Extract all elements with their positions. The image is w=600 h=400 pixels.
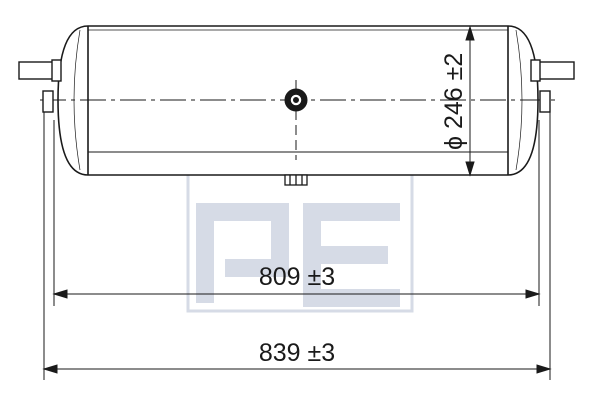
right-end-fittings — [530, 59, 575, 113]
left-pipe-collar — [51, 59, 62, 82]
overall-arrow-left — [42, 364, 58, 374]
overall-arrow-right — [536, 364, 552, 374]
diameter-arrow-top — [465, 25, 475, 41]
diameter-dimension — [465, 25, 475, 177]
watermark-letter-p — [196, 203, 289, 303]
port-hole — [293, 97, 299, 103]
right-bottom-nipple — [539, 90, 551, 113]
inner-length-dimension — [52, 289, 541, 299]
inner-length-label: 809 ±3 — [259, 263, 335, 291]
inner-arrow-left — [52, 289, 68, 299]
right-pipe-stub — [536, 61, 575, 80]
overall-length-dimension — [42, 364, 552, 374]
right-pipe-collar — [530, 59, 541, 82]
overall-length-label: 839 ±3 — [259, 339, 335, 367]
diameter-label: ϕ 246 ±2 — [440, 53, 468, 150]
left-bottom-nipple — [42, 90, 54, 113]
bottom-drain-fitting — [284, 174, 308, 186]
central-port-fitting — [284, 88, 308, 112]
diameter-arrow-bottom — [465, 161, 475, 177]
inner-arrow-right — [525, 289, 541, 299]
watermark-letter-e — [303, 203, 400, 307]
left-end-fittings — [18, 59, 62, 113]
extension-lines — [43, 112, 551, 380]
